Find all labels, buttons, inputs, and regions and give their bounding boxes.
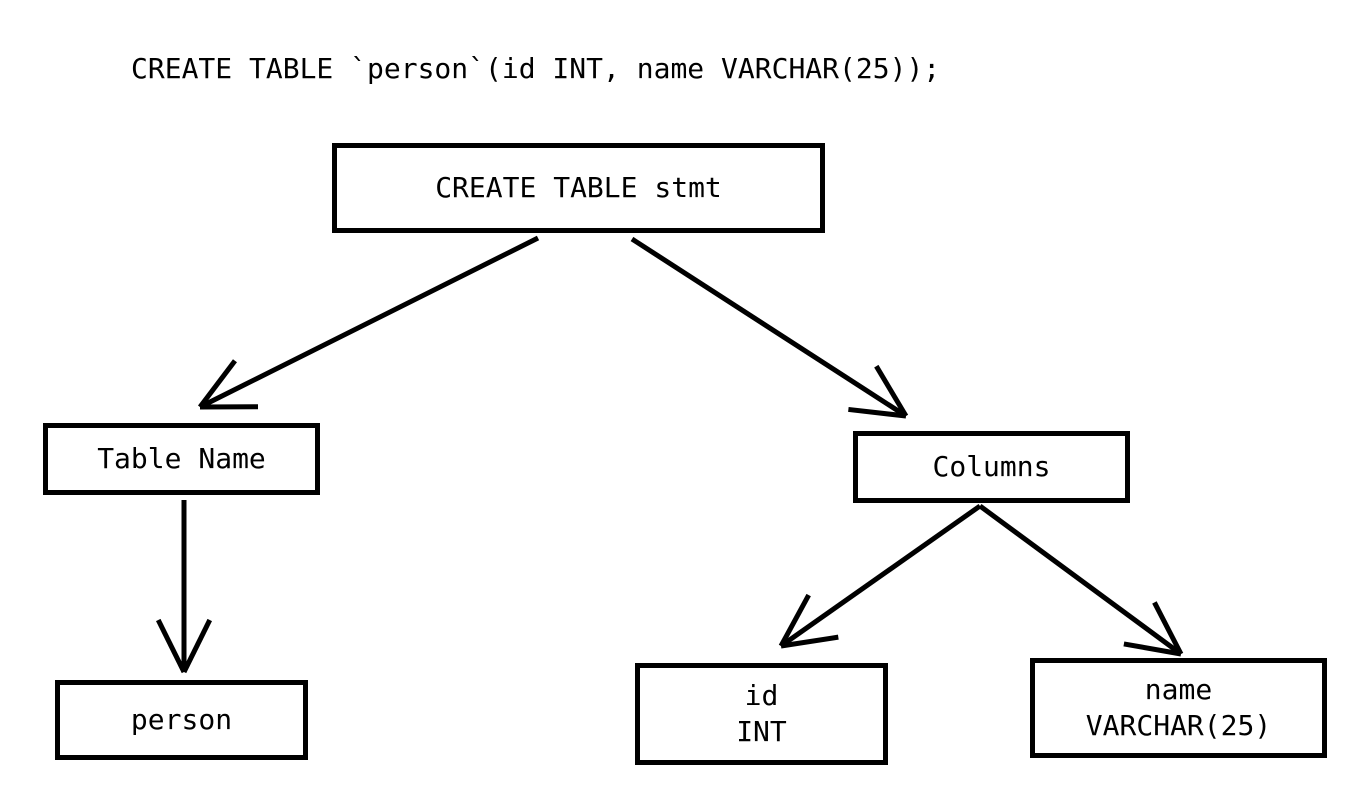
arrowhead-barb-2 [1152, 601, 1184, 656]
arrowhead-barb-2 [874, 364, 909, 418]
arrowhead-barb-1 [198, 359, 237, 409]
arrowhead-barb-1 [1123, 641, 1182, 657]
arrowhead-barb-2 [780, 634, 839, 649]
node-label: Columns [932, 450, 1051, 484]
node-table-name[interactable]: Table Name [43, 423, 320, 495]
arrowhead-barb-1 [156, 618, 187, 674]
edge-table-name-to-person [156, 500, 212, 674]
node-column-name: name [1144, 673, 1213, 707]
edge-shaft [198, 235, 540, 410]
arrowhead-barb-1 [848, 406, 907, 419]
edge-shaft [630, 236, 908, 419]
node-label: Table Name [97, 442, 266, 476]
node-column-name-varchar[interactable]: name VARCHAR(25) [1030, 658, 1327, 758]
node-create-table-stmt[interactable]: CREATE TABLE stmt [332, 143, 825, 233]
page-title: CREATE TABLE `person`(id INT, name VARCH… [131, 52, 941, 85]
edge-shaft [978, 503, 1183, 657]
arrowhead-barb-2 [181, 618, 212, 674]
node-person-value[interactable]: person [55, 680, 308, 760]
node-label: person [130, 703, 233, 737]
node-label: CREATE TABLE stmt [435, 171, 722, 205]
node-columns[interactable]: Columns [853, 431, 1130, 503]
node-column-type: INT [736, 715, 787, 748]
node-column-name: id [744, 679, 779, 713]
edge-columns-to-col-name [978, 503, 1184, 657]
node-column-id[interactable]: id INT [635, 663, 888, 765]
edge-shaft [779, 503, 982, 649]
edge-root-to-columns [630, 236, 909, 419]
arrowhead-barb-1 [778, 593, 811, 648]
edge-root-to-table-name [198, 235, 540, 410]
node-column-type: VARCHAR(25) [1085, 709, 1272, 742]
edge-columns-to-col-id [778, 503, 982, 649]
